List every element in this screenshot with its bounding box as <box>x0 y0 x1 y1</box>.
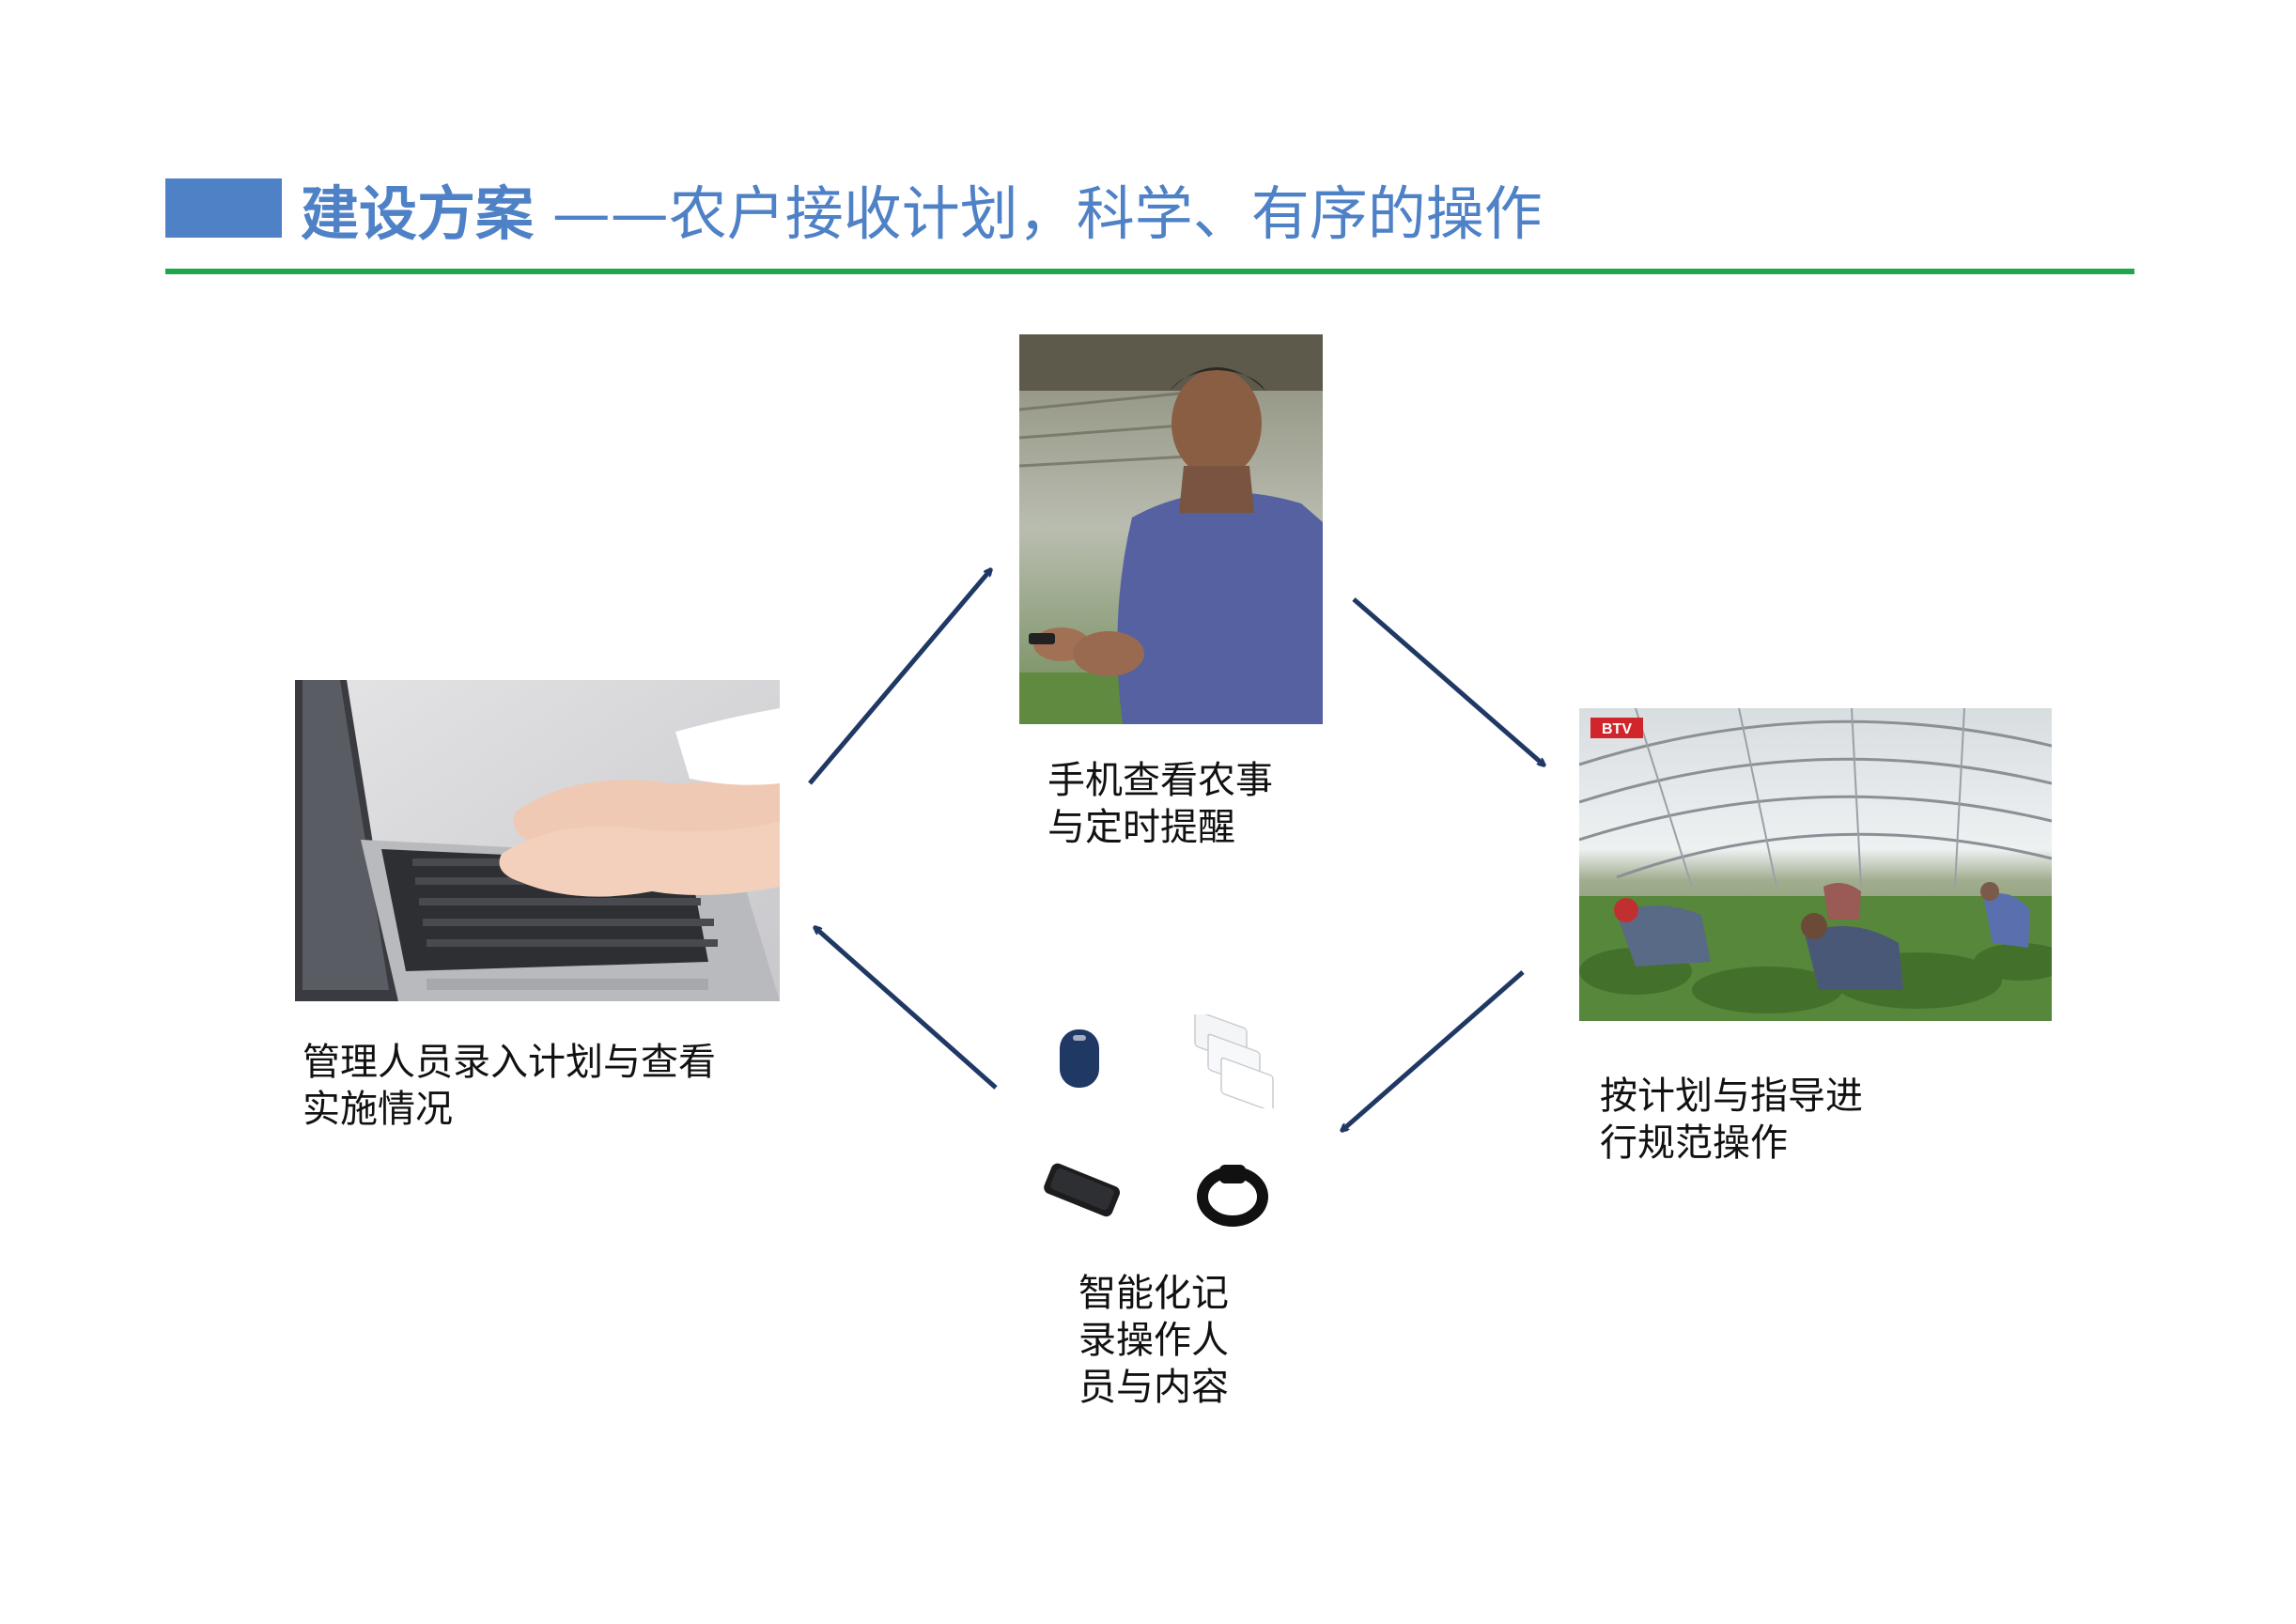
btv-logo: BTV <box>1602 721 1632 737</box>
farmer-phone-photo <box>1019 334 1323 724</box>
title-underline <box>165 269 2134 274</box>
rfid-wristband-icon <box>1195 1161 1270 1227</box>
arrow-devices-to-manager <box>814 927 998 1090</box>
rfid-keyfob-icon <box>1056 1026 1103 1091</box>
devices-caption-line2: 录操作人 <box>1078 1319 1229 1362</box>
farmer-caption-line1: 手机查看农事 <box>1047 759 1273 802</box>
devices-caption-line1: 智能化记 <box>1078 1272 1229 1315</box>
page-title: 建设方案 ——农户接收计划，科学、有序的操作 <box>301 177 1543 252</box>
farmer-caption-line2: 与定时提醒 <box>1047 806 1235 849</box>
arrow-farmer-to-greenhouse <box>1352 597 1544 766</box>
page-title-subtitle: ——农户接收计划，科学、有序的操作 <box>551 179 1543 248</box>
manager-caption-line2: 实施情况 <box>303 1088 453 1131</box>
greenhouse-workers-photo: BTV <box>1579 708 2052 1021</box>
rfid-cards-icon <box>1191 1010 1276 1112</box>
greenhouse-caption: 按计划与指导进 行规范操作 <box>1600 1073 1863 1167</box>
arrow-greenhouse-to-devices <box>1342 970 1525 1131</box>
devices-caption-line3: 员与内容 <box>1078 1366 1229 1409</box>
card-reader-icon <box>1038 1161 1127 1217</box>
laptop-typing-photo <box>295 680 780 1001</box>
greenhouse-caption-line2: 行规范操作 <box>1600 1121 1788 1165</box>
arrow-manager-to-farmer <box>808 569 991 785</box>
manager-caption-line1: 管理人员录入计划与查看 <box>303 1041 716 1084</box>
manager-caption: 管理人员录入计划与查看 实施情况 <box>303 1039 716 1133</box>
devices-caption: 智能化记 录操作人 员与内容 <box>1078 1270 1229 1411</box>
greenhouse-caption-line1: 按计划与指导进 <box>1600 1075 1863 1118</box>
title-accent-block <box>165 178 282 238</box>
farmer-caption: 手机查看农事 与定时提醒 <box>1047 757 1273 851</box>
page-title-main: 建设方案 <box>301 179 535 248</box>
